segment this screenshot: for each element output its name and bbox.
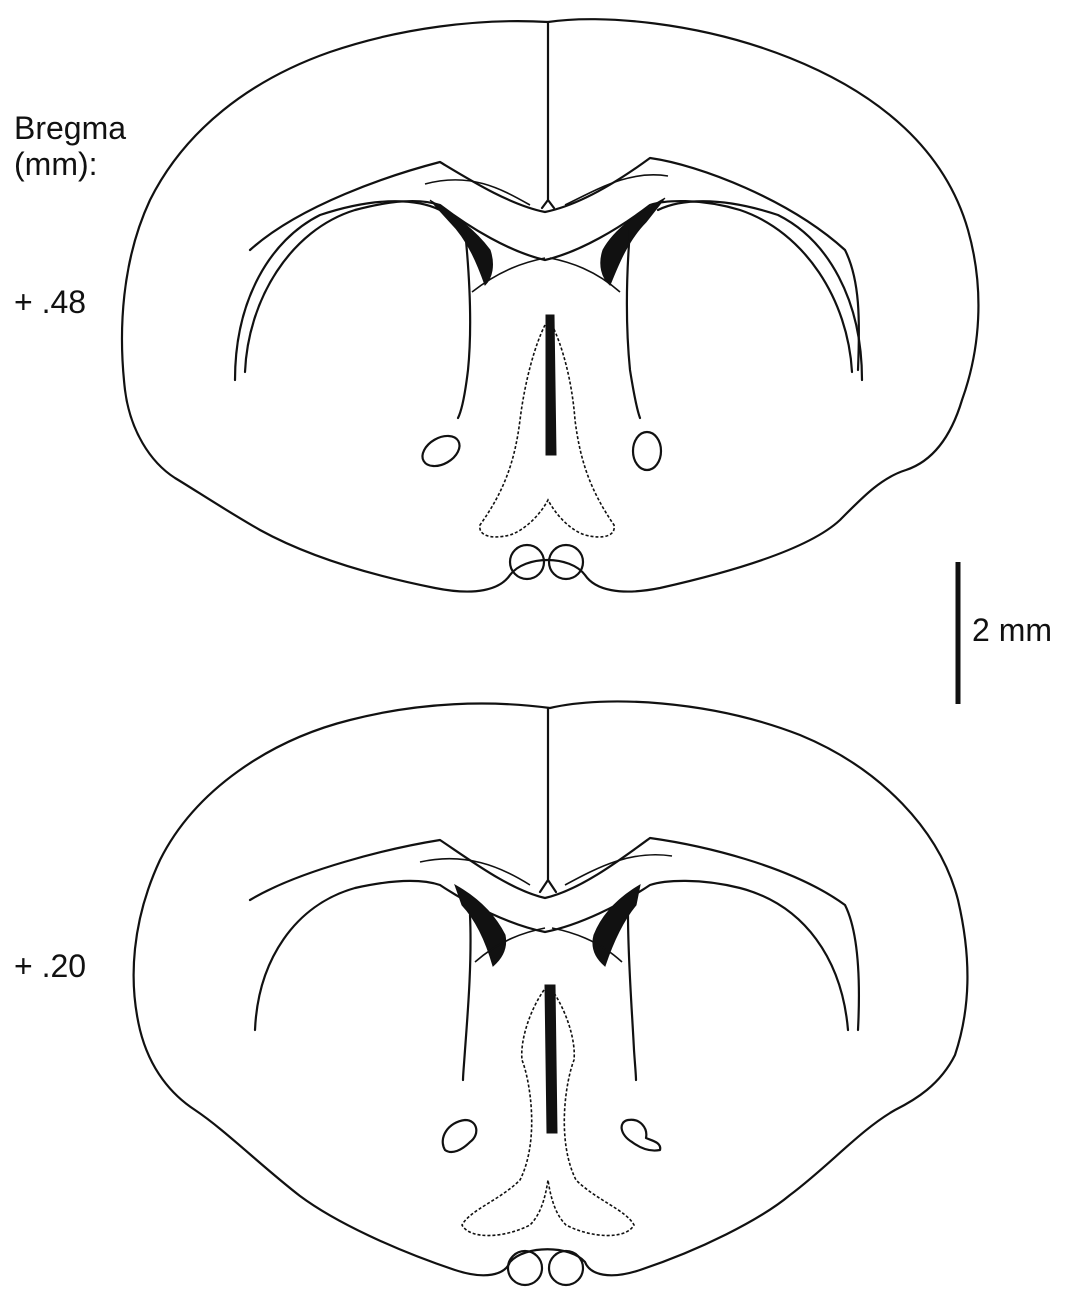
brain-section-top (122, 19, 978, 591)
section-bottom-cannula-track (545, 985, 557, 1133)
section-bottom-commissure-right (622, 1120, 661, 1151)
section-top-cannula-track (546, 315, 556, 455)
section-top-midline (542, 22, 554, 208)
section-bottom-midline (540, 708, 556, 892)
section-top-ventricle-left (430, 200, 492, 285)
section-bottom-circle-right (549, 1251, 583, 1285)
section-bottom-striatum-left (463, 915, 471, 1080)
section-top-commissure-left (417, 430, 465, 473)
section-top-striatum-left (458, 230, 470, 418)
brain-section-bottom (134, 701, 968, 1285)
section-top-ventricle-right (601, 198, 665, 285)
section-top-commissure-right (633, 432, 661, 470)
section-bottom-circle-left (508, 1251, 542, 1285)
section-bottom-ventricle-right (593, 885, 640, 966)
section-top-circle-left (510, 545, 544, 579)
section-top-inner-right (658, 201, 862, 380)
section-bottom-commissure-left (443, 1120, 477, 1152)
section-bottom-striatum-right (628, 915, 636, 1080)
section-top-striatum-right (627, 230, 640, 418)
section-bottom-ventricle-left (455, 885, 506, 966)
